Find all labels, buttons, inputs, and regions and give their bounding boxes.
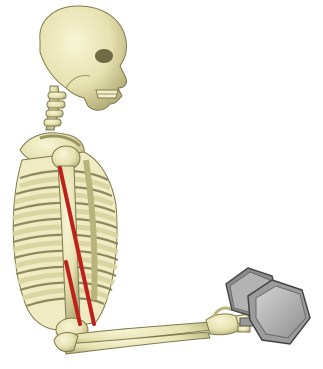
dumbbell-icon (226, 268, 310, 344)
